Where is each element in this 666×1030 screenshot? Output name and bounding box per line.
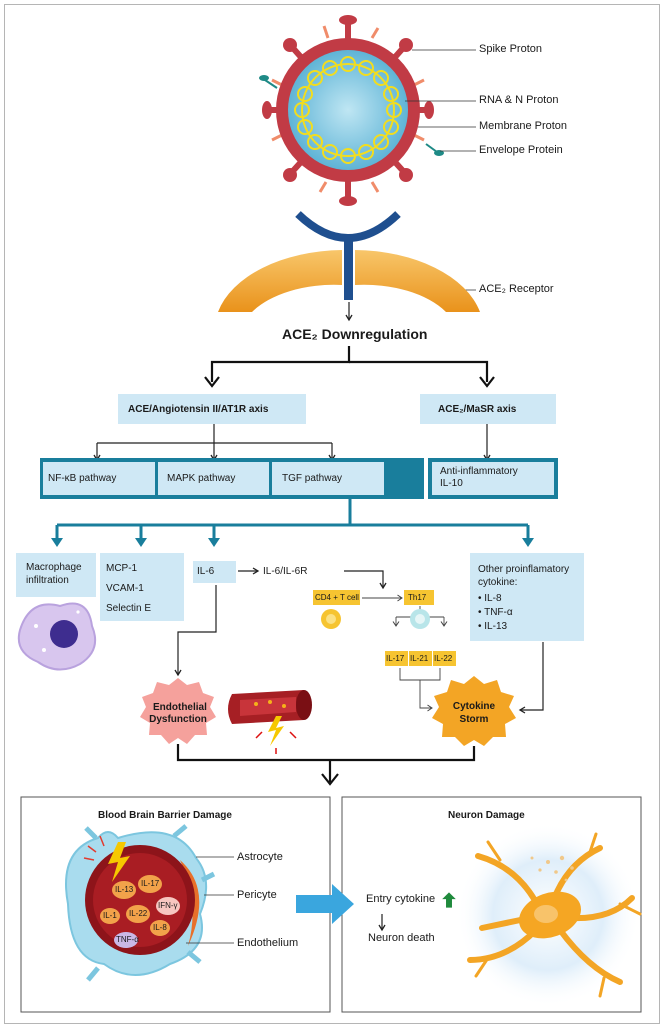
il21-box: IL-21 bbox=[409, 651, 432, 666]
il6-label: IL-6 bbox=[197, 566, 215, 577]
macrophage-label: Macrophage bbox=[26, 562, 82, 573]
th17-label: Th17 bbox=[408, 593, 427, 602]
mapk-pathway-label: MAPK pathway bbox=[167, 473, 236, 484]
axis-branch-arrows bbox=[93, 424, 491, 462]
il13-bullet: • IL-13 bbox=[478, 621, 508, 632]
spike-protein-label: Spike Proton bbox=[479, 43, 542, 55]
il6r-label: IL-6/IL-6R bbox=[263, 566, 308, 577]
figure-frame bbox=[4, 4, 660, 1024]
infiltration-label: infiltration bbox=[26, 575, 69, 586]
vcam1-label: VCAM-1 bbox=[106, 583, 144, 594]
cytokine-label: Cytokine bbox=[452, 701, 496, 712]
astrocyte-label: Astrocyte bbox=[237, 851, 283, 863]
th17-cell-illustration bbox=[410, 609, 430, 629]
ace-axis-box: ACE/Angiotensin II/AT1R axis bbox=[118, 394, 306, 424]
entry-cytokine-up-arrow bbox=[442, 892, 456, 908]
neuron-panel-title: Neuron Damage bbox=[448, 810, 525, 821]
il6-box: IL-6 bbox=[193, 561, 236, 583]
mapk-pathway-box: MAPK pathway bbox=[158, 462, 269, 495]
cd4-cell-illustration bbox=[321, 609, 341, 629]
nfkb-pathway-label: NF-κB pathway bbox=[48, 473, 117, 484]
bbb-panel-title: Blood Brain Barrier Damage bbox=[98, 810, 232, 821]
macrophage-illustration bbox=[17, 602, 96, 671]
other-proinflammatory-label: Other proinflamatory bbox=[478, 564, 570, 575]
bbb-cytokine-tnf-alpha: TNF-α bbox=[116, 935, 139, 944]
neuron-illustration bbox=[456, 823, 642, 1007]
bbb-leader-lines bbox=[186, 856, 234, 944]
pericyte-label: Pericyte bbox=[237, 889, 277, 901]
ace2-downregulation-title: ACE₂ Downregulation bbox=[282, 326, 428, 342]
pathway-distribution-lines bbox=[55, 499, 530, 540]
bbb-cytokine-il22: IL-22 bbox=[129, 909, 148, 918]
bbb-cytokine-il13: IL-13 bbox=[115, 885, 134, 894]
tgf-pathway-label: TGF pathway bbox=[282, 473, 343, 484]
cytokine-storm-burst bbox=[432, 676, 516, 746]
il6-flow-arrows bbox=[174, 567, 387, 677]
endothelial-label: Endothelial bbox=[153, 702, 207, 713]
il17-box: IL-17 bbox=[385, 651, 408, 666]
tnf-alpha-bullet: • TNF-α bbox=[478, 607, 513, 618]
other-cytokine-arrow bbox=[518, 642, 544, 714]
bbb-cytokine-il17: IL-17 bbox=[141, 879, 160, 888]
th17-box: Th17 bbox=[404, 590, 434, 605]
membrane-protein-label: Membrane Proton bbox=[479, 120, 568, 132]
bbb-cytokine-il8: IL-8 bbox=[153, 923, 167, 932]
storm-label: Storm bbox=[459, 714, 489, 725]
bbb-cytokine-il1: IL-1 bbox=[103, 911, 117, 920]
anti-inflammatory-box: Anti-inflammatory IL-10 bbox=[432, 462, 554, 495]
il22-label: IL-22 bbox=[434, 654, 453, 663]
tgf-pathway-box: TGF pathway bbox=[272, 462, 384, 495]
macrophage-box: Macrophage infiltration bbox=[16, 553, 96, 597]
il22-box: IL-22 bbox=[433, 651, 456, 666]
adhesion-molecules-box: MCP-1 VCAM-1 Selectin E bbox=[100, 553, 184, 621]
other-cytokine-box: Other proinflamatory cytokine: • IL-8 • … bbox=[470, 553, 584, 641]
nfkb-pathway-box: NF-κB pathway bbox=[43, 462, 155, 495]
il8-bullet: • IL-8 bbox=[478, 593, 502, 604]
il10-label: IL-10 bbox=[440, 478, 463, 489]
bbb-to-neuron-arrow bbox=[296, 884, 354, 924]
anti-inflammatory-label: Anti-inflammatory bbox=[440, 466, 518, 477]
ace-axis-label: ACE/Angiotensin II/AT1R axis bbox=[128, 404, 269, 415]
mcp1-label: MCP-1 bbox=[106, 563, 138, 574]
bbb-cytokine-ifn-gamma: IFN-γ bbox=[158, 901, 178, 910]
ace2-axis-box: ACE₂/MaSR axis bbox=[420, 394, 556, 424]
rna-protein-label: RNA & N Proton bbox=[479, 94, 559, 106]
coronavirus-illustration bbox=[259, 15, 444, 206]
endothelium-label: Endothelium bbox=[237, 937, 299, 949]
bbb-illustration bbox=[65, 824, 216, 982]
selectin-e-label: Selectin E bbox=[106, 603, 152, 614]
ace2-receptor-illustration bbox=[218, 211, 480, 312]
entry-cytokine-label: Entry cytokine bbox=[366, 893, 436, 905]
blood-vessel-illustration bbox=[228, 690, 312, 754]
envelope-protein-label: Envelope Protein bbox=[479, 144, 563, 156]
cd4-tcell-box: CD4 + T cell bbox=[313, 590, 360, 605]
cd4-tcell-label: CD4 + T cell bbox=[315, 593, 359, 602]
il17-label: IL-17 bbox=[386, 654, 405, 663]
il21-label: IL-21 bbox=[410, 654, 429, 663]
endothelial-dysfunction-burst bbox=[140, 678, 216, 744]
downreg-branch-arrows bbox=[210, 346, 489, 382]
cytokine-colon-label: cytokine: bbox=[478, 577, 518, 588]
dysfunction-label: Dysfunction bbox=[149, 714, 207, 725]
neuron-death-label: Neuron death bbox=[368, 932, 435, 944]
ace2-axis-label: ACE₂/MaSR axis bbox=[438, 404, 517, 415]
merge-arrow bbox=[176, 744, 476, 786]
ace2-receptor-label: ACE₂ Receptor bbox=[479, 283, 554, 295]
